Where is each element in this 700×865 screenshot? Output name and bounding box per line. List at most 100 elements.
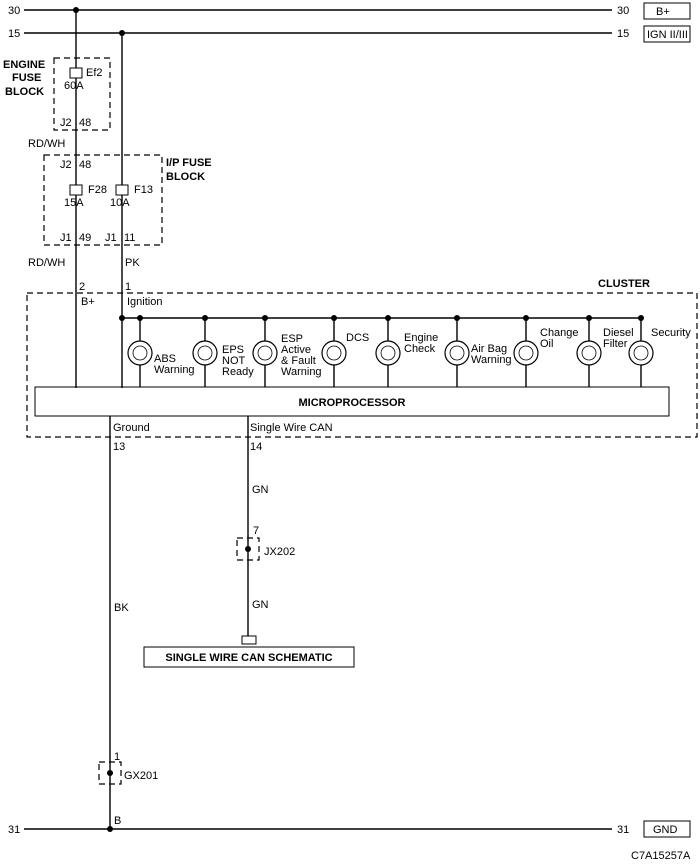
airbag-icon-glyph bbox=[449, 345, 465, 361]
diesel-filter-icon-glyph bbox=[581, 345, 597, 361]
cluster-label-bplus: B+ bbox=[81, 296, 95, 308]
cluster-label-ign: Ignition bbox=[127, 296, 162, 308]
engine-fuse-conn: J2 bbox=[60, 117, 72, 129]
security-icon bbox=[628, 340, 654, 366]
rail-gnd-num-right: 31 bbox=[617, 824, 629, 836]
rail-b-plus-num-left: 30 bbox=[8, 5, 20, 17]
engine-check-icon-glyph bbox=[380, 345, 396, 361]
cluster-pin-can: 14 bbox=[250, 441, 262, 453]
fuse-f13-name: F13 bbox=[134, 184, 153, 196]
fuse-ef2-rating: 60A bbox=[64, 80, 84, 92]
ip-fuse-top-conn: J2 bbox=[60, 159, 72, 171]
rail-gnd-num-left: 31 bbox=[8, 824, 20, 836]
fuse-f13-symbol bbox=[115, 184, 129, 196]
ip-fuse-block-title-1: I/P FUSE bbox=[166, 157, 212, 169]
ip-fuse-bottom-pin-a: 49 bbox=[79, 232, 91, 244]
ground-pin-label: B bbox=[114, 815, 121, 827]
connector-gx201: 1 GX201 bbox=[98, 751, 158, 785]
fuse-f28-symbol bbox=[69, 184, 83, 196]
wire-label-gn-2: GN bbox=[252, 599, 269, 611]
engine-fuse-block-title-3: BLOCK bbox=[5, 86, 44, 98]
cluster-label-ground: Ground bbox=[113, 422, 150, 434]
cluster-label-can: Single Wire CAN bbox=[250, 422, 333, 434]
indicator-label-4-0: Engine bbox=[404, 332, 438, 344]
cluster-pin-ground: 13 bbox=[113, 441, 125, 453]
esp-icon-glyph bbox=[257, 345, 273, 361]
rail-gnd-box bbox=[643, 820, 691, 838]
connector-jx202: 7 JX202 bbox=[236, 525, 295, 561]
rail-ign: 15 15 IGN II/III bbox=[8, 25, 691, 43]
indicator-label-1-2: Ready bbox=[222, 366, 254, 378]
security-icon-glyph bbox=[633, 345, 649, 361]
rail-ign-num-right: 15 bbox=[617, 28, 629, 40]
fuse-f13-rating: 10A bbox=[110, 197, 130, 209]
indicator-label-4-1: Check bbox=[404, 343, 436, 355]
indicator-label-1-0: EPS bbox=[222, 344, 244, 356]
esp-icon bbox=[252, 340, 278, 366]
indicator-label-2-0: ESP bbox=[281, 333, 303, 345]
jx202-pin: 7 bbox=[253, 525, 259, 537]
indicator-label-7-1: Filter bbox=[603, 338, 628, 350]
engine-fuse-block: ENGINE FUSE BLOCK Ef2 60A J2 48 bbox=[3, 57, 111, 131]
ip-fuse-block-title-2: BLOCK bbox=[166, 171, 205, 183]
eps-icon-glyph bbox=[197, 345, 213, 361]
abs-icon-glyph bbox=[132, 345, 148, 361]
abs-icon bbox=[127, 340, 153, 366]
fuse-ef2-symbol bbox=[69, 67, 83, 79]
cluster: CLUSTER 2 B+ 1 Ignition ABSWarningEPSNOT… bbox=[26, 278, 698, 438]
figure-id: C7A15257A bbox=[631, 850, 691, 862]
rail-b-plus: 30 30 B+ bbox=[8, 2, 691, 20]
rail-b-plus-num-right: 30 bbox=[617, 5, 629, 17]
engine-check-icon bbox=[375, 340, 401, 366]
indicator-label-1-1: NOT bbox=[222, 355, 246, 367]
dcs-icon bbox=[321, 340, 347, 366]
indicator-8: Security bbox=[628, 315, 691, 387]
indicator-3: DCS bbox=[321, 315, 369, 387]
change-oil-icon-glyph bbox=[518, 345, 534, 361]
indicator-label-8-0: Security bbox=[651, 327, 691, 339]
gx201-pin: 1 bbox=[114, 751, 120, 763]
airbag-icon bbox=[444, 340, 470, 366]
indicator-label-0-1: Warning bbox=[154, 364, 195, 376]
indicator-label-6-0: Change bbox=[540, 327, 579, 339]
cluster-title: CLUSTER bbox=[598, 278, 650, 290]
rail-ign-label: IGN II/III bbox=[647, 29, 688, 41]
wire-label-pk: PK bbox=[125, 257, 140, 269]
rail-gnd-label: GND bbox=[653, 824, 678, 836]
fuse-f28-name: F28 bbox=[88, 184, 107, 196]
indicator-label-2-2: & Fault bbox=[281, 355, 316, 367]
can-schematic-label[interactable]: SINGLE WIRE CAN SCHEMATIC bbox=[165, 652, 332, 664]
diesel-filter-icon bbox=[576, 340, 602, 366]
rail-b-plus-box bbox=[643, 2, 691, 20]
ip-fuse-bottom-conn-a: J1 bbox=[60, 232, 72, 244]
can-schematic-box[interactable] bbox=[143, 646, 355, 668]
gx201-name: GX201 bbox=[124, 770, 158, 782]
ip-fuse-top-pin: 48 bbox=[79, 159, 91, 171]
rail-ign-box bbox=[643, 25, 691, 43]
cluster-pin-bplus: 2 bbox=[79, 281, 85, 293]
rail-b-plus-label: B+ bbox=[656, 6, 670, 18]
indicator-label-6-1: Oil bbox=[540, 338, 553, 350]
rail-gnd: 31 31 GND bbox=[8, 820, 691, 838]
dcs-icon-glyph bbox=[326, 345, 342, 361]
wire-label-rdwh-2: RD/WH bbox=[28, 257, 65, 269]
indicator-label-3-0: DCS bbox=[346, 332, 369, 344]
rail-ign-num-left: 15 bbox=[8, 28, 20, 40]
indicator-label-2-1: Active bbox=[281, 344, 311, 356]
indicator-label-5-0: Air Bag bbox=[471, 343, 507, 355]
engine-fuse-block-title-1: ENGINE bbox=[3, 59, 45, 71]
can-schematic-ref[interactable]: SINGLE WIRE CAN SCHEMATIC bbox=[143, 646, 355, 668]
indicator-label-0-0: ABS bbox=[154, 353, 176, 365]
jx202-name: JX202 bbox=[264, 546, 295, 558]
fuse-ef2-name: Ef2 bbox=[86, 67, 103, 79]
can-terminal bbox=[241, 635, 257, 645]
microprocessor-box bbox=[34, 386, 670, 417]
